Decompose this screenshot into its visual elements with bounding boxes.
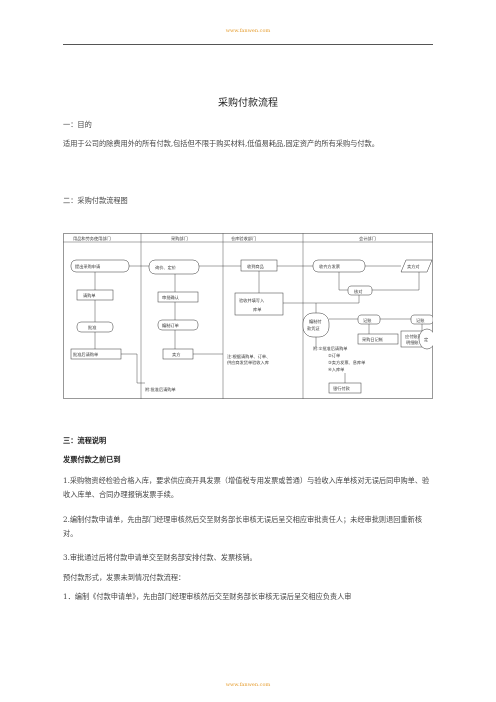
note-warehouse-1: 注:根据请购单、订单、 (227, 353, 270, 360)
box-inquiry-label: 询价、定价 (155, 264, 177, 271)
footer-url[interactable]: www.fanwen.com (225, 682, 271, 688)
box-inspect-label: 验收并填写入 (239, 297, 265, 304)
note-accounting-3: ③卖方发票、息库单 (328, 359, 365, 366)
lane-purchasing: 采购部门 (171, 235, 188, 242)
note-accounting-2: ②订单 (328, 352, 340, 359)
header-divider (63, 44, 433, 45)
box-inspect-label-2: 库单 (253, 306, 261, 313)
box-payable (357, 333, 399, 345)
section-3-para-1: 1.采购物资经检验合格入库，要求供应商开具发票（增值税专用发票或普通）与验收入库… (63, 476, 430, 499)
box-vendor-label: 卖方 (172, 351, 180, 358)
box-supplier-label: 卖方对 (407, 263, 420, 270)
box-fixed-label: 定 (424, 336, 428, 343)
box-check-label: 核对 (354, 288, 362, 295)
box-compile-label-2: 款凭证 (307, 325, 320, 332)
header-url[interactable]: www.fanwen.com (225, 28, 271, 34)
box-inquiry (148, 259, 200, 275)
note-purchasing: 附:批准后请购单 (145, 386, 176, 393)
box-pay-detail-label-2: 明细账 (406, 339, 419, 346)
lane-accounting: 会计部门 (359, 235, 376, 242)
section-3-para-4: 预付款形式，发票未到情况付款流程： (63, 573, 186, 582)
box-po-label: 编制订单 (162, 322, 179, 329)
lane-user: 用品和劳务使用部门 (73, 235, 111, 242)
box-approve-sup (157, 291, 199, 303)
section-3-para-5: 1．编制《付款申请单》，先由部门经理审核然后交至财务部长审核无误后呈交相应负责人… (63, 592, 352, 601)
note-warehouse-2: 供应商发货单验收入库 (227, 359, 269, 366)
purchase-payment-flowchart: 用品和劳务使用部门 采购部门 仓库验收部门 会计部门 提出采购申请 请购单 批准… (63, 233, 433, 399)
section-3-para-2: 2.编制付款申请单，先由部门经理审核然后交至财务部长审核无误后呈交相应审批责任人… (63, 515, 423, 538)
box-ledger-2-label: 记账 (416, 317, 425, 324)
section-1-body: 适用于公司的除费用外的所有付款,包括但不限于购买材料,低值易耗品,固定资产的所有… (63, 139, 379, 148)
box-check (347, 285, 373, 296)
section-3-para-3: 3.审批通过后将付款申请单交至财务部安排付款、发票核销。 (63, 553, 257, 562)
section-2-heading: 二：采购付款流程图 (63, 196, 128, 205)
section-1-heading: 一：目的 (63, 120, 92, 129)
box-receive-label: 收到商品 (247, 263, 264, 270)
section-3-heading: 三：流程说明 (63, 436, 107, 445)
note-accounting-1: 附:①批准后请购单 (313, 345, 347, 352)
box-recv-invoice-label: 收齐方发票 (319, 263, 340, 270)
box-pay-bill-label: 银行付款 (333, 385, 351, 392)
flow-arrows (94, 265, 423, 384)
box-approved-req-label: 批准后请购单 (73, 351, 98, 358)
section-3-subheading: 发票付款之前已到 (63, 455, 121, 464)
lane-warehouse: 仓库验收部门 (231, 235, 256, 242)
box-approve-sup-label: 审批确认 (162, 294, 180, 301)
box-ledger-1-label: 记账 (363, 317, 372, 324)
box-fixed (418, 328, 433, 350)
box-pay-detail-label: 应付账款 (405, 333, 423, 340)
box-approve-label: 批准 (88, 324, 96, 331)
box-po (157, 319, 199, 331)
box-request-label: 请购单 (83, 292, 96, 299)
box-propose-label: 提出采购申请 (75, 263, 100, 270)
note-accounting-4: ④入库单 (328, 366, 344, 373)
box-compile (302, 312, 330, 338)
page-title: 采购付款流程 (218, 98, 278, 109)
box-payable-label: 采购日记帐 (362, 336, 384, 343)
box-supplier (400, 259, 433, 273)
box-compile-label: 编制付 (309, 318, 322, 325)
